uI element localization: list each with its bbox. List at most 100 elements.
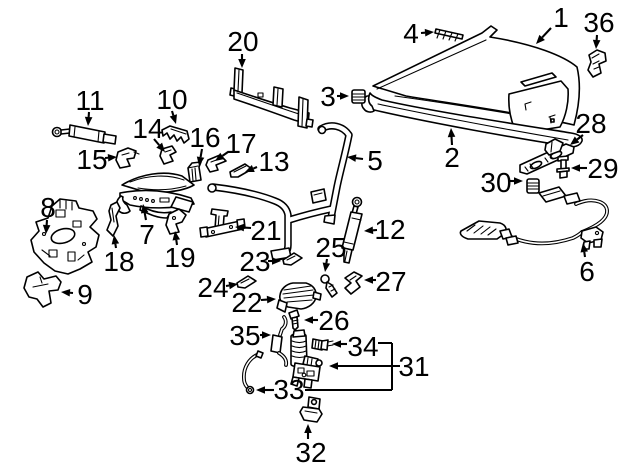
part-number-label-8: 8 (40, 192, 56, 223)
part-13-wedge-drawing (229, 163, 253, 178)
part-31-lock-actuator-drawing (290, 329, 323, 389)
callout-5: 5 (347, 145, 383, 176)
callout-1: 1 (536, 2, 569, 44)
callout-17: 17 (215, 128, 257, 161)
part-9-bracket-drawing (23, 271, 62, 308)
callout-23: 23 (239, 246, 281, 277)
part-16-spacer-block-drawing (187, 161, 202, 183)
part-29-rivet-screw-drawing (556, 155, 570, 179)
part-number-label-10: 10 (156, 84, 187, 115)
part-8-lock-body-drawing (30, 198, 100, 275)
part-number-label-6: 6 (579, 256, 595, 287)
callout-9: 9 (61, 279, 93, 310)
part-19-bracket-drawing (165, 208, 187, 235)
part-number-label-17: 17 (225, 128, 256, 159)
part-number-label-4: 4 (403, 18, 419, 49)
part-12-gas-strut-drawing (341, 196, 363, 264)
part-number-label-14: 14 (132, 113, 163, 144)
callout-27: 27 (364, 266, 407, 297)
callout-33: 33 (256, 374, 305, 405)
part-11-gas-strut-drawing (51, 124, 117, 145)
part-number-label-33: 33 (273, 374, 304, 405)
callout-2: 2 (444, 128, 460, 173)
part-number-label-13: 13 (258, 146, 289, 177)
part-number-label-34: 34 (347, 331, 378, 362)
callout-30: 30 (480, 167, 523, 198)
part-number-label-20: 20 (227, 26, 258, 57)
part-4-molding-strip-drawing (434, 28, 464, 42)
callout-28: 28 (570, 108, 607, 145)
part-number-label-2: 2 (444, 142, 460, 173)
callout-25: 25 (315, 232, 347, 272)
callout-20: 20 (227, 26, 259, 68)
part-15-bracket-drawing (115, 147, 140, 169)
part-number-label-22: 22 (231, 287, 262, 318)
callout-22: 22 (231, 287, 276, 318)
callout-16: 16 (189, 122, 221, 166)
callout-4: 4 (403, 18, 434, 49)
part-20-crossmember-drawing (229, 67, 314, 129)
callout-10: 10 (156, 84, 188, 124)
callout-36: 36 (583, 7, 615, 49)
part-number-label-24: 24 (197, 272, 228, 303)
part-30-grommet-drawing (526, 178, 540, 194)
callout-32: 32 (295, 424, 327, 468)
part-number-label-21: 21 (250, 215, 281, 246)
part-number-label-23: 23 (239, 246, 270, 277)
part-number-label-1: 1 (553, 2, 569, 33)
part-number-label-32: 32 (295, 437, 326, 468)
callout-34: 34 (332, 331, 379, 362)
callout-14: 14 (132, 113, 165, 152)
part-5-lid-frame-drawing (207, 122, 353, 261)
callout-3: 3 (320, 81, 349, 112)
part-number-label-36: 36 (583, 7, 614, 38)
part-23-wedge-drawing (282, 252, 303, 266)
part-33-cable-end-drawing (242, 350, 264, 395)
part-28-striker-plate-drawing (519, 138, 575, 175)
part-number-label-12: 12 (374, 214, 405, 245)
part-3-bumper-grommet-drawing (351, 89, 366, 104)
callout-35: 35 (229, 320, 271, 351)
part-number-label-30: 30 (480, 167, 511, 198)
callout-26: 26 (304, 305, 350, 336)
part-number-label-25: 25 (315, 232, 346, 263)
part-number-label-27: 27 (375, 266, 406, 297)
part-24-wedge-drawing (236, 275, 257, 289)
callout-7: 7 (139, 204, 155, 250)
part-26-pin-drawing (288, 309, 300, 331)
part-36-clip-bracket-drawing (587, 49, 607, 78)
callout-11: 11 (75, 85, 105, 126)
part-number-label-29: 29 (587, 153, 618, 184)
part-10-comb-bracket-drawing (161, 125, 190, 144)
part-number-label-19: 19 (164, 242, 195, 273)
callout-19: 19 (164, 231, 196, 273)
part-number-label-16: 16 (189, 122, 220, 153)
part-number-label-7: 7 (139, 219, 155, 250)
callout-24: 24 (197, 272, 238, 303)
callout-15: 15 (76, 144, 117, 175)
part-27-clip-drawing (344, 271, 363, 295)
part-number-label-5: 5 (367, 145, 383, 176)
part-25-bolt-drawing (320, 274, 338, 298)
part-34-micro-switch-drawing (311, 338, 334, 351)
part-number-label-11: 11 (75, 85, 104, 116)
part-number-label-31: 31 (398, 351, 429, 382)
part-number-label-18: 18 (103, 246, 134, 277)
callout-21: 21 (235, 215, 282, 246)
callout-6: 6 (579, 243, 595, 287)
part-35-rod-drawing (270, 315, 289, 367)
part-number-label-9: 9 (77, 279, 93, 310)
callout-31: 31 (305, 342, 430, 391)
callout-13: 13 (245, 146, 290, 177)
part-number-label-28: 28 (575, 108, 606, 139)
callout-29: 29 (571, 153, 619, 184)
part-number-label-3: 3 (320, 81, 336, 112)
part-22-latch-drawing (276, 282, 322, 313)
callout-8: 8 (40, 192, 56, 234)
part-number-label-35: 35 (229, 320, 260, 351)
callout-18: 18 (103, 235, 135, 277)
part-32-bracket-drawing (299, 396, 323, 423)
parts-layer (23, 25, 609, 423)
